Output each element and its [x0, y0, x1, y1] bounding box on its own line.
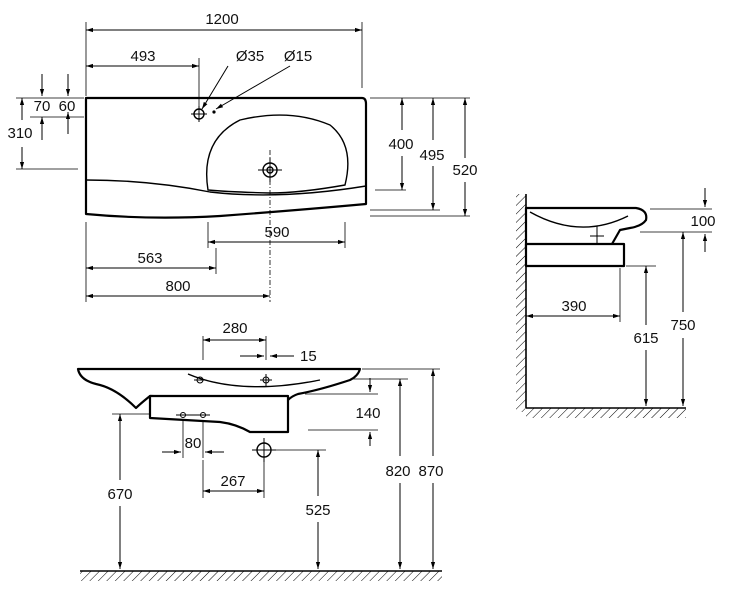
- top-view-front-curve: [85, 179, 367, 196]
- dim-floor-to-bracket: 670: [107, 486, 132, 503]
- side-view-cabinet: [524, 242, 626, 268]
- dim-top-height: 750: [670, 317, 695, 334]
- top-view: 1200 493 Ø35 Ø15 70 60 310 400 495: [7, 11, 478, 302]
- dim-bowl-depth: 400: [388, 136, 413, 153]
- dim-edge-60: 60: [59, 98, 76, 115]
- dim-edge-70: 70: [34, 98, 51, 115]
- dim-tap-to-drain: 280: [222, 320, 247, 337]
- dim-tap-hole-diameter: Ø35: [236, 48, 264, 65]
- front-floor-hatch: [80, 571, 442, 581]
- dim-mid-depth: 495: [419, 147, 444, 164]
- dim-bowl-front-width: 590: [264, 224, 289, 241]
- overflow-hole-top: [212, 110, 216, 114]
- dim-overflow-diameter: Ø15: [284, 48, 312, 65]
- dim-spacing-80: 80: [185, 435, 202, 452]
- side-view: 100 390 615 750: [516, 188, 716, 418]
- side-floor-hatch: [526, 408, 686, 418]
- dim-drain-offset: 563: [137, 250, 162, 267]
- dim-bowl-span: 800: [165, 278, 190, 295]
- dim-width: 1200: [205, 11, 238, 28]
- dim-total-depth: 520: [452, 162, 477, 179]
- dim-bracket-height: 615: [633, 330, 658, 347]
- dim-side-depth: 310: [7, 125, 32, 142]
- front-view: 280 15 140 80 267 670 525 8: [76, 320, 444, 581]
- dim-floor-to-underside: 820: [385, 463, 410, 480]
- front-view-cabinet: [148, 394, 290, 434]
- top-view-basin-outline: [84, 96, 368, 219]
- dim-waste-offset: 267: [220, 473, 245, 490]
- dim-tap-hole-offset: 493: [130, 48, 155, 65]
- dim-projection: 390: [561, 298, 586, 315]
- dim-rim-height: 100: [690, 213, 715, 230]
- dim-floor-to-waste: 525: [305, 502, 330, 519]
- dim-cabinet-drop: 140: [355, 405, 380, 422]
- dim-floor-to-top: 870: [418, 463, 443, 480]
- dim-overflow-offset: 15: [300, 348, 317, 365]
- side-view-basin: [524, 206, 648, 252]
- side-wall-hatch: [516, 194, 526, 412]
